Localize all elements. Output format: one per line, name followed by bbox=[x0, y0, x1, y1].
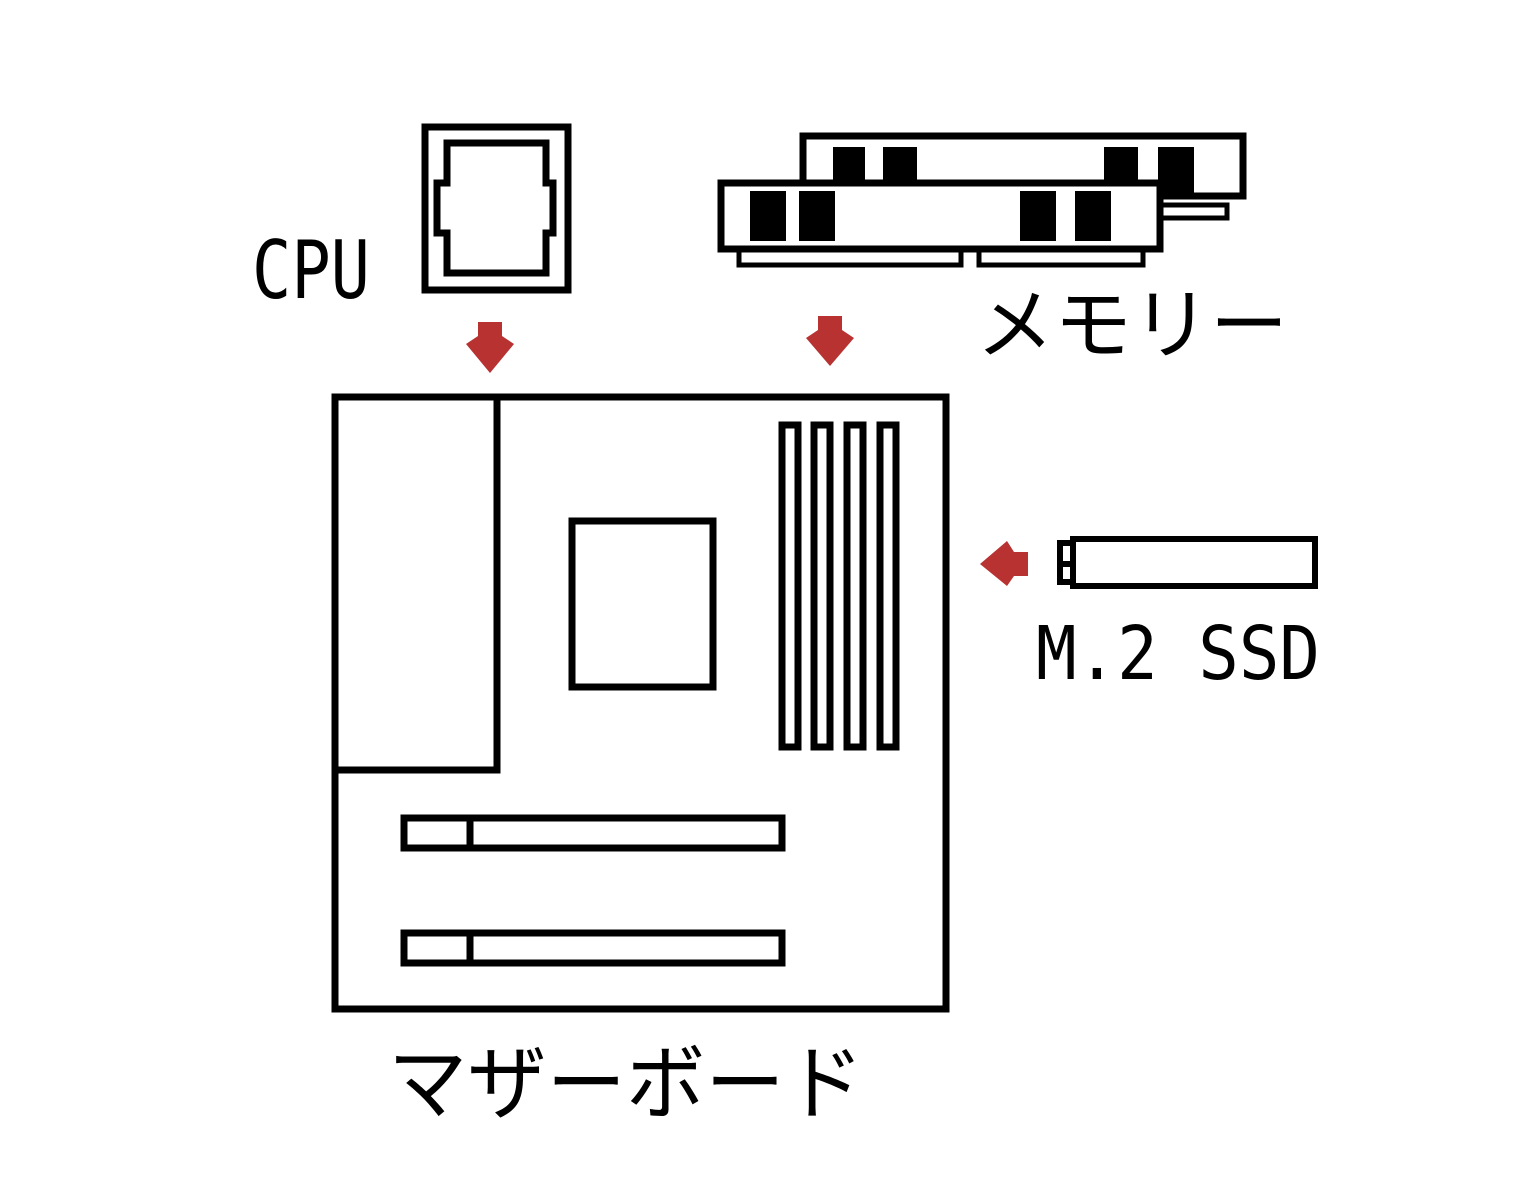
motherboard-board bbox=[331, 393, 950, 1013]
arrow-down-icon bbox=[466, 322, 514, 373]
motherboard-label: マザーボード bbox=[388, 1037, 864, 1132]
m2-ssd-icon bbox=[1057, 536, 1318, 589]
expansion-slot bbox=[400, 814, 786, 852]
ram-module-icon bbox=[717, 132, 1247, 268]
cpu-label: CPU bbox=[252, 224, 370, 317]
cpu-chip-icon bbox=[421, 123, 572, 294]
cpu-socket bbox=[568, 517, 717, 691]
arrow-left-icon bbox=[980, 541, 1028, 586]
memory-slot bbox=[843, 421, 867, 751]
memory-slot bbox=[778, 421, 802, 751]
ssd-label: M.2 SSD bbox=[1036, 611, 1320, 697]
io-panel-area bbox=[331, 393, 501, 774]
motherboard-icon bbox=[331, 393, 950, 1013]
expansion-slot bbox=[400, 929, 786, 967]
ram-module-front bbox=[717, 179, 1164, 268]
arrow-down-icon bbox=[806, 316, 854, 366]
memory-slot bbox=[876, 421, 900, 751]
memory-label: メモリー bbox=[976, 281, 1288, 371]
memory-slot bbox=[810, 421, 834, 751]
